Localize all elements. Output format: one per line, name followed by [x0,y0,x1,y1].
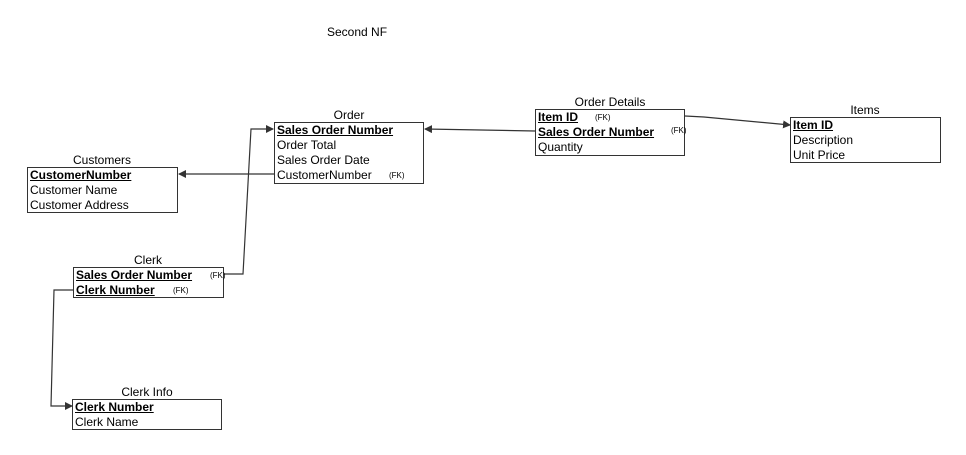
order-field-sales-order-date: Sales Order Date [277,153,370,167]
order-details-item-id-fk-marker: (FK) [595,113,611,122]
order-field-customer-number-label: CustomerNumber [277,168,372,182]
order-pk-sales-order-number: Sales Order Number [277,123,394,137]
entity-clerk-title: Clerk [133,253,162,267]
entity-clerk-info-title: Clerk Info [121,385,173,399]
order-details-field-quantity: Quantity [538,140,583,154]
clerk-clerk-number-label: Clerk Number [76,283,155,297]
order-details-sales-order-number-fk-marker: (FK) [671,126,687,135]
connector-clerk-clerkinfo [50,289,73,410]
order-details-pk-sales-order-number: Sales Order Number [538,125,655,139]
order-field-customer-number: CustomerNumber (FK) [275,168,423,183]
order-field-order-total: Order Total [277,138,337,152]
customers-pk-customer-number: CustomerNumber [30,168,132,182]
items-pk-item-id: Item ID [793,118,834,132]
customers-field-customer-name: Customer Name [30,183,118,197]
connector-clerk-order [224,125,274,275]
entity-clerk[interactable]: Sales Order Number (FK) Clerk Number (FK… [73,267,226,298]
entity-order-details[interactable]: Item ID (FK) Sales Order Number Quantity [535,109,685,156]
clerk-info-field-clerk-name: Clerk Name [75,415,139,429]
clerk-pk-sales-order-number: Sales Order Number (FK) [74,268,226,283]
entity-order[interactable]: Sales Order Number Order Total Sales Ord… [274,122,424,184]
items-field-unit-price: Unit Price [793,148,846,162]
clerk-sales-order-number-label: Sales Order Number [76,268,193,282]
clerk-pk-clerk-number: Clerk Number (FK) [74,283,223,298]
connector-orderdetails-order [424,125,536,134]
order-details-item-id-label: Item ID [538,110,579,124]
entity-items-title: Items [850,103,880,117]
entity-order-details-title: Order Details [574,95,646,109]
entity-order-title: Order [333,108,365,122]
order-customer-number-fk-marker: (FK) [389,171,405,180]
clerk-clerk-number-fk-marker: (FK) [173,286,189,295]
items-field-description: Description [793,133,854,147]
order-details-pk-item-id: Item ID (FK) [536,110,684,125]
connector-orderdetails-items [684,115,791,129]
diagram-title: Second NF [327,25,388,39]
entity-customers[interactable]: CustomerNumber Customer Name Customer Ad… [27,167,178,213]
customers-field-customer-address: Customer Address [30,198,129,212]
clerk-sales-order-number-fk-marker: (FK) [210,271,226,280]
entity-clerk-info[interactable]: Clerk Number Clerk Name [72,399,222,430]
entity-items[interactable]: Item ID Description Unit Price [790,117,941,163]
clerk-info-pk-clerk-number: Clerk Number [75,400,154,414]
entity-customers-title: Customers [72,153,131,167]
